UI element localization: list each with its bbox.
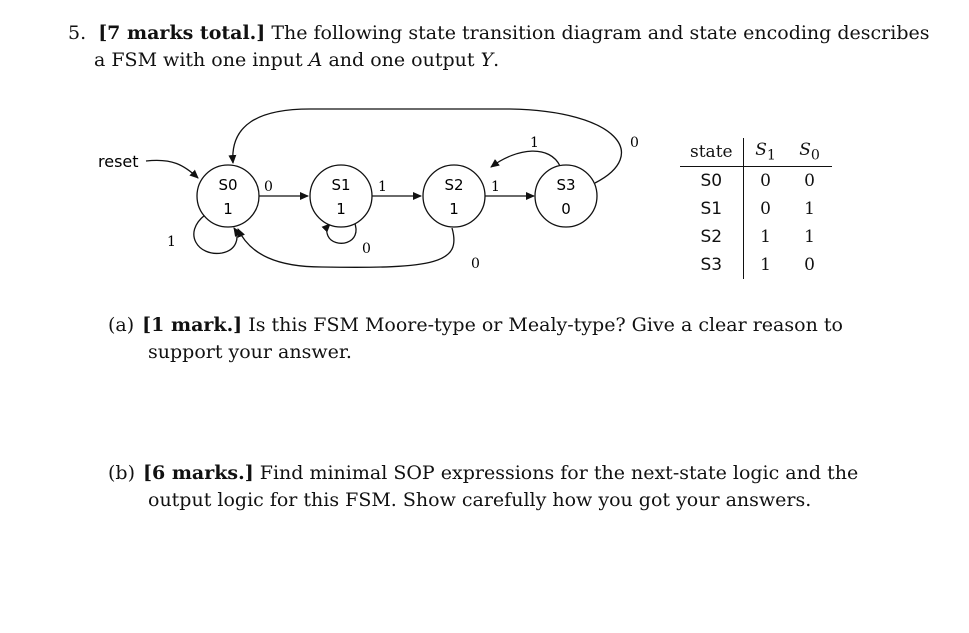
row-s0-bit: 1 xyxy=(804,227,815,247)
header-s0-subscript: 0 xyxy=(810,147,820,164)
table-row: S1 0 1 xyxy=(680,195,832,223)
part-b-label: (b) xyxy=(108,462,135,484)
edge-label-s1-self: 0 xyxy=(362,241,371,257)
row-state: S3 xyxy=(680,251,744,279)
input-variable: A xyxy=(308,49,323,71)
row-s1-bit: 0 xyxy=(760,199,771,219)
part-b-marks: [6 marks.] xyxy=(143,462,254,484)
edge-label-s1-s2: 1 xyxy=(378,179,387,195)
part-a-line2: support your answer. xyxy=(148,341,352,363)
edge-label-s0-s1: 0 xyxy=(264,179,273,195)
state-s1-name: S1 xyxy=(331,176,350,194)
edge-label-s2-s3: 1 xyxy=(491,179,500,195)
state-s1: S1 1 xyxy=(309,164,373,228)
state-s3-name: S3 xyxy=(556,176,575,194)
state-s0: S0 1 xyxy=(196,164,260,228)
table-row: S0 0 0 xyxy=(680,166,832,195)
part-a: (a) [1 mark.] Is this FSM Moore-type or M… xyxy=(108,312,908,366)
question-text-part: and one output xyxy=(322,49,481,71)
row-s1-bit: 1 xyxy=(760,255,771,275)
state-s0-output: 1 xyxy=(223,200,233,218)
part-b: (b) [6 marks.] Find minimal SOP expressio… xyxy=(108,460,908,514)
header-s1-subscript: 1 xyxy=(766,147,776,164)
question-text-part: . xyxy=(493,49,500,71)
header-s0-symbol: S xyxy=(799,140,811,161)
table-row: S2 1 1 xyxy=(680,223,832,251)
part-a-line1: Is this FSM Moore-type or Mealy-type? Gi… xyxy=(248,314,843,336)
part-b-line2: output logic for this FSM. Show carefull… xyxy=(148,489,812,511)
question-text-line2: a FSM with one input A and one output Y. xyxy=(68,47,948,74)
reset-arrow xyxy=(145,159,199,179)
state-s2-name: S2 xyxy=(444,176,463,194)
header-s1: S1 xyxy=(743,138,788,167)
reset-label: reset xyxy=(98,152,139,171)
edge-label-s0-self: 1 xyxy=(167,234,176,250)
state-s2: S2 1 xyxy=(422,164,486,228)
edge-s2-s0 xyxy=(237,227,455,268)
question-text-line1: The following state transition diagram a… xyxy=(271,22,930,44)
table-header-row: state S1 S0 xyxy=(680,138,832,167)
table-row: S3 1 0 xyxy=(680,251,832,279)
row-s0-bit: 0 xyxy=(804,255,815,275)
header-s0: S0 xyxy=(787,138,832,167)
state-encoding-table: state S1 S0 S0 0 0 S1 0 1 S2 1 1 S3 1 0 xyxy=(680,138,832,279)
question-text-part: a FSM with one input xyxy=(94,49,309,71)
state-s3: S3 0 xyxy=(534,164,598,228)
edge-s0-self xyxy=(193,214,242,255)
state-s0-name: S0 xyxy=(218,176,237,194)
row-state: S1 xyxy=(680,195,744,223)
question-marks: [7 marks total.] xyxy=(98,22,266,44)
question-header: 5. [7 marks total.] The following state … xyxy=(68,20,948,74)
row-s1-bit: 1 xyxy=(760,227,771,247)
state-s2-output: 1 xyxy=(449,200,459,218)
row-s1-bit: 0 xyxy=(760,171,771,191)
header-state: state xyxy=(680,138,744,167)
part-a-marks: [1 mark.] xyxy=(142,314,243,336)
edge-s1-self xyxy=(321,220,357,244)
row-state: S2 xyxy=(680,223,744,251)
edge-s3-s0 xyxy=(228,108,623,184)
state-transition-diagram: reset 0 1 1 1 0 1 0 0 S0 1 S1 1 S2 1 S3 … xyxy=(98,108,639,272)
edge-label-s3-s2: 1 xyxy=(530,135,539,151)
part-a-label: (a) xyxy=(108,314,135,336)
row-state: S0 xyxy=(680,166,744,195)
row-s0-bit: 0 xyxy=(804,171,815,191)
edge-label-s2-s0: 0 xyxy=(471,256,480,272)
state-s3-output: 0 xyxy=(561,200,571,218)
output-variable: Y xyxy=(480,49,494,71)
state-s1-output: 1 xyxy=(336,200,346,218)
question-number: 5. xyxy=(68,22,87,44)
row-s0-bit: 1 xyxy=(804,199,815,219)
edge-label-s3-s0: 0 xyxy=(630,135,639,151)
part-b-line1: Find minimal SOP expressions for the nex… xyxy=(259,462,859,484)
edge-s3-s2 xyxy=(490,150,561,168)
header-s1-symbol: S xyxy=(755,140,767,161)
